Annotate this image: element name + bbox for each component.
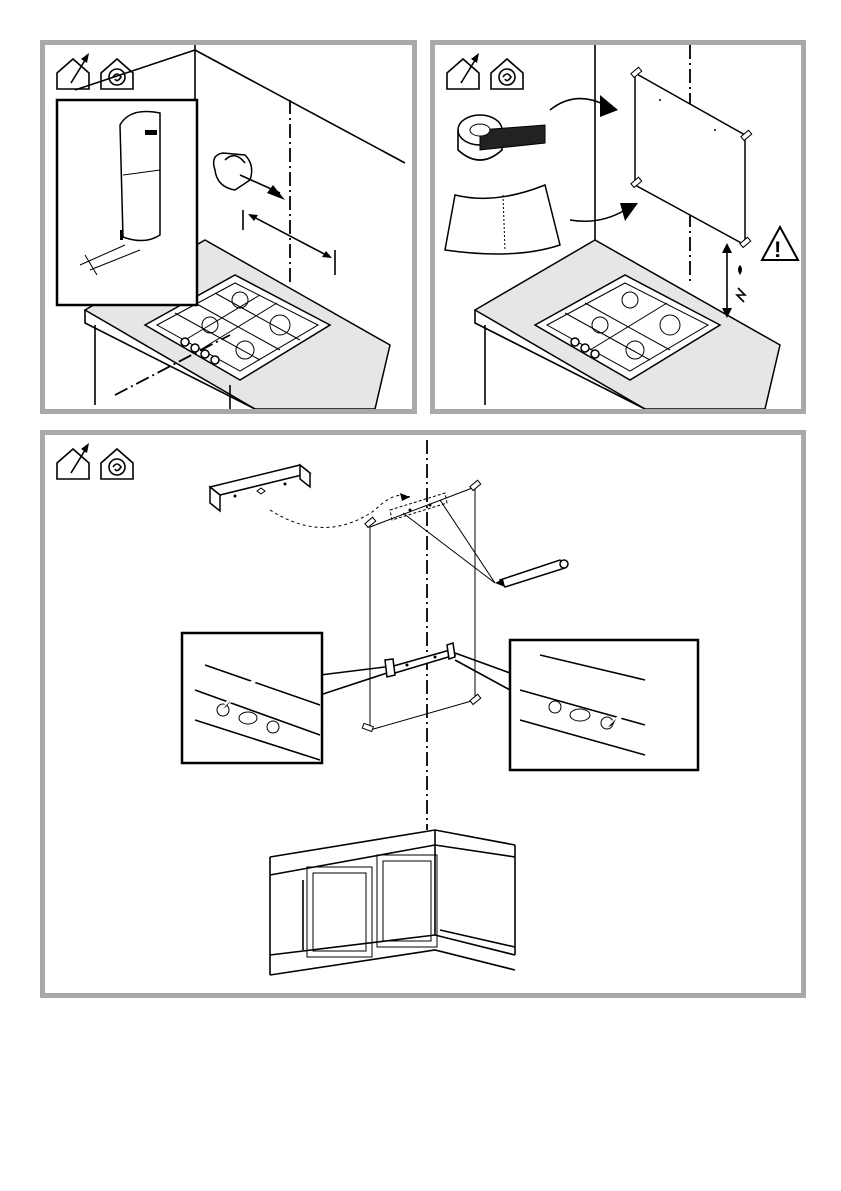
template-sheet-icon [631,67,752,247]
warning-icon: ! [762,227,798,262]
house-arrow-icon [443,53,533,93]
house-spiral-icon [101,449,133,479]
panel-template-fixing: ! [430,40,806,414]
house-spiral-icon [491,59,523,89]
panel-1-illustration [45,45,412,409]
house-arrow-icon [53,443,143,483]
hand-pencil-icon [214,153,285,200]
bracket-mounted-icon [385,643,455,677]
paper-sheet-icon [445,185,560,254]
pencil-icon [495,560,568,587]
svg-text:!: ! [774,237,781,262]
panel-bracket-marking [40,430,806,998]
kitchen-cabinets-icon [270,830,515,975]
bracket-icon [210,465,310,511]
panel-3-illustration [45,435,801,993]
house-spiral-icon [101,59,133,89]
tape-roll-icon [458,115,545,160]
panel-2-illustration: ! [435,45,801,409]
panel-hood-position [40,40,417,414]
house-arrow-icon [53,53,143,93]
